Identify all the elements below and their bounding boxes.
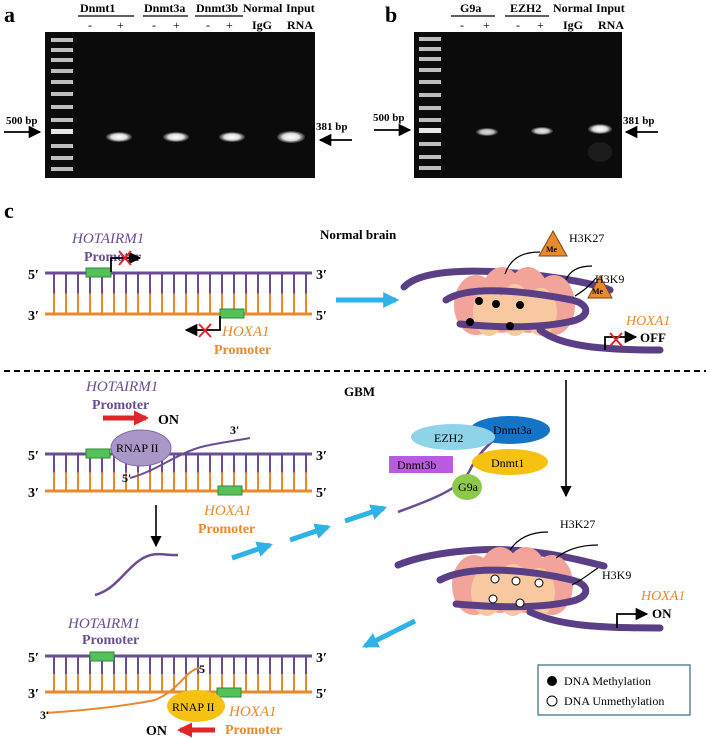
sublane-plus: + [117,18,124,32]
strand-3-gbm2: 3′ [28,687,39,702]
sublane-plus: + [173,18,180,32]
normal-hoxa1-right-label: HOXA1 [625,314,670,329]
enzyme-complex [389,416,550,514]
gbm-hotairm1-bottom-label: HOTAIRM1 [67,616,140,632]
off-label: OFF [640,330,666,345]
sublane-minus: - [460,18,464,32]
legend-methylation-marker [547,676,557,686]
strand-5-gbm2: 5′ [28,651,39,666]
lane-label-input-b: Input [596,1,625,15]
marker-381bp-b: 381 bp [623,115,655,127]
strand-5-gbm1r: 5′ [316,486,327,501]
gbm-promoter-bottom-label: Promoter [198,522,255,537]
gel-a [45,32,315,178]
dnmt1-label: Dnmt1 [491,456,524,470]
rna-5-bottom-label: 5 [199,662,205,676]
lane-label-dnmt3b: Dnmt3b [196,1,238,15]
gbm-on-bottom-label: ON [146,724,167,739]
me-mark-k27: Me [546,245,558,254]
gbm-hoxa1-right-label: HOXA1 [640,589,685,604]
sublane-minus: - [152,18,156,32]
gbm-nucleosome [394,531,664,632]
panel-c-letter: c [4,198,14,223]
lane-label-g9a: G9a [460,1,481,15]
marker-500bp-a: 500 bp [6,115,38,127]
strand-5-gbm1: 5′ [28,449,39,464]
strand-3-bottom: 3′ [28,309,39,324]
lane-label-normal: Normal [243,1,283,15]
ezh2-label: EZH2 [434,431,463,445]
rnap-top-label: RNAP II [116,441,159,455]
gbm-title: GBM [344,384,375,399]
sublane-plus: + [226,18,233,32]
marker-381bp-a: 381 bp [316,121,348,133]
strand-3-gbm1: 3′ [28,486,39,501]
rna-3-label: 3′ [230,423,239,437]
strand-5-top: 5′ [28,268,39,283]
rnap-bottom-label: RNAP II [172,700,215,714]
sublane-igg-b: IgG [563,18,583,32]
normal-dna: HOTAIRM1 Promoter 5′ 3′ 3′ 5′ HOXA1 Prom… [28,231,327,358]
blue-arrows-gbm [231,504,417,649]
me-mark-k9: Me [592,287,604,296]
gel-b [414,32,622,178]
rna-5-label: 5′ [122,471,131,485]
g9a-label: G9a [458,480,479,494]
panel-b-headers: G9a EZH2 Normal Input - + - + IgG RNA [451,1,625,32]
panel-b-letter: b [385,2,397,27]
legend-unmethylation-marker [546,695,558,707]
gbm-h3k27-label: H3K27 [560,517,595,531]
gbm-hoxa1-label: HOXA1 [203,503,252,519]
gbm-dna-top: HOTAIRM1 Promoter ON 5′ 3′ 3′ 5′ 3′ 5′ R… [28,379,327,537]
strand-3-gbm2r: 3′ [316,651,327,666]
panel-a-letter: a [4,2,15,27]
normal-nucleosome [400,229,664,354]
gbm-promoter-b1-label: Promoter [82,633,139,648]
sublane-rna-b: RNA [598,18,624,32]
free-rna [94,552,179,597]
marker-500bp-b: 500 bp [373,112,405,124]
gbm-on-right-label: ON [652,606,672,621]
sublane-minus: - [88,18,92,32]
gbm-promoter-top-label: Promoter [92,398,149,413]
legend-unmethylation-label: DNA Unmethylation [564,694,664,708]
normal-h3k27-label: H3K27 [569,231,604,245]
strand-5-gbm2r: 5′ [316,687,327,702]
sublane-plus: + [483,18,490,32]
sublane-plus: + [537,18,544,32]
sublane-igg: IgG [252,18,272,32]
lane-label-dnmt3a: Dnmt3a [144,1,185,15]
legend-methylation-label: DNA Methylation [564,674,651,688]
normal-hoxa1-label: HOXA1 [221,324,270,340]
normal-brain-title: Normal brain [320,227,397,242]
normal-hotairm1-label: HOTAIRM1 [71,231,144,247]
strand-3-top: 3′ [316,268,327,283]
dnmt3a-label: Dnmt3a [493,423,532,437]
gbm-h3k9-label: H3K9 [602,568,631,582]
gbm-hotairm1-label: HOTAIRM1 [85,379,158,395]
sublane-rna: RNA [287,18,313,32]
dnmt3b-label: Dnmt3b [397,458,436,472]
lane-label-input: Input [286,1,315,15]
panel-a-headers: Dnmt1 Dnmt3a Dnmt3b Normal Input - + - +… [78,1,315,32]
lane-label-normal-b: Normal [553,1,593,15]
gbm-promoter-b2-label: Promoter [225,723,282,738]
gbm-dna-bottom: HOTAIRM1 Promoter 5′ 3′ 3′ 5′ RNAP II 5 … [28,616,327,739]
gbm-on-top-label: ON [158,413,179,428]
rna-3-bottom-label: 3′ [40,708,49,722]
lane-label-ezh2: EZH2 [510,1,541,15]
normal-h3k9-label: H3K9 [595,272,624,286]
normal-promoter-bottom-label: Promoter [214,343,271,358]
gbm-hoxa1-bottom-label: HOXA1 [228,704,277,720]
strand-3-gbm1r: 3′ [316,449,327,464]
sublane-minus: - [206,18,210,32]
legend: DNA Methylation DNA Unmethylation [537,664,691,716]
lane-label-dnmt1: Dnmt1 [80,1,115,15]
strand-5-bottom: 5′ [316,309,327,324]
sublane-minus: - [516,18,520,32]
